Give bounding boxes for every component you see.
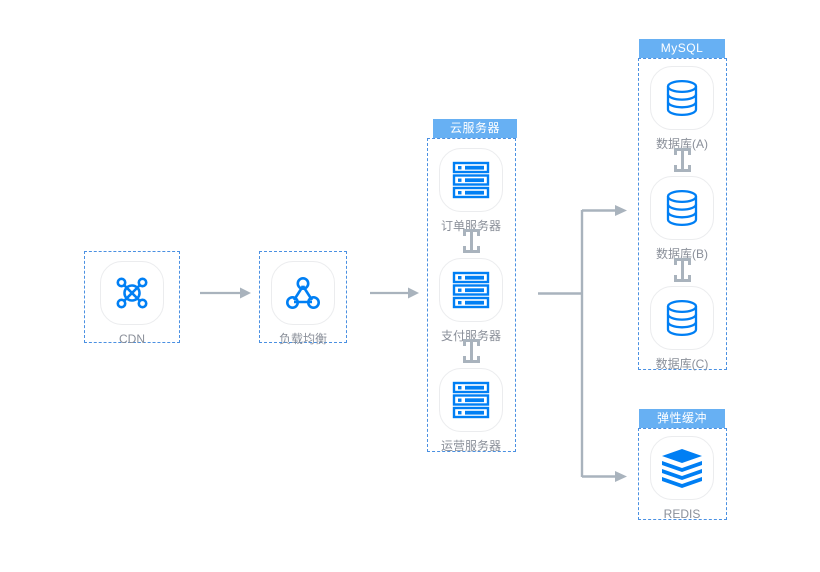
cdn-network-icon [116,277,148,309]
node-label-payment-server: 支付服务器 [440,329,501,343]
node-label-load-balancer: 负载均衡 [278,332,327,346]
node-label-order-server: 订单服务器 [440,219,501,233]
connector-order-to-payment [463,229,480,258]
server-icon [452,381,490,419]
redis-tile[interactable] [650,436,714,500]
operations-server-tile[interactable] [439,368,503,432]
node-operations-server[interactable]: 运营服务器 [439,368,503,454]
group-box-cloud-server [427,138,516,452]
group-box-mysql [638,58,727,370]
database-c-tile[interactable] [650,286,714,350]
connector-cdn-to-load-balancer [200,285,252,301]
connector-cloud-server-to-branch [538,200,638,485]
node-load-balancer[interactable]: 负载均衡 [271,261,335,347]
database-icon [666,189,698,227]
node-label-operations-server: 运营服务器 [440,439,501,453]
node-label-cdn: CDN [119,332,145,346]
order-server-tile[interactable] [439,148,503,212]
database-icon [666,299,698,337]
redis-stack-icon [662,449,702,488]
node-database-a[interactable]: 数据库(A) [650,66,714,152]
node-label-database-a: 数据库(A) [656,137,708,151]
group-header-cache: 弹性缓冲 [639,409,725,428]
database-b-tile[interactable] [650,176,714,240]
node-cdn[interactable]: CDN [100,261,164,347]
group-box-cdn [84,251,180,343]
node-label-redis: REDIS [663,507,701,521]
node-label-database-b: 数据库(B) [656,247,708,261]
cdn-tile[interactable] [100,261,164,325]
database-icon [666,79,698,117]
load-balancer-icon [286,277,320,309]
load-balancer-tile[interactable] [271,261,335,325]
group-box-load-balancer [259,251,347,343]
group-box-cache [638,428,727,520]
node-order-server[interactable]: 订单服务器 [439,148,503,234]
connector-database-b-to-c [674,258,691,287]
server-icon [452,271,490,309]
node-redis[interactable]: REDIS [650,436,714,522]
server-icon [452,161,490,199]
node-label-database-c: 数据库(C) [655,357,709,371]
connector-payment-to-operations [463,339,480,368]
group-header-cloud-server: 云服务器 [433,119,517,138]
connector-load-balancer-to-cloud-server [370,285,420,301]
group-header-mysql: MySQL [639,39,725,58]
node-database-b[interactable]: 数据库(B) [650,176,714,262]
node-payment-server[interactable]: 支付服务器 [439,258,503,344]
payment-server-tile[interactable] [439,258,503,322]
connector-database-a-to-b [674,148,691,177]
database-a-tile[interactable] [650,66,714,130]
node-database-c[interactable]: 数据库(C) [650,286,714,372]
